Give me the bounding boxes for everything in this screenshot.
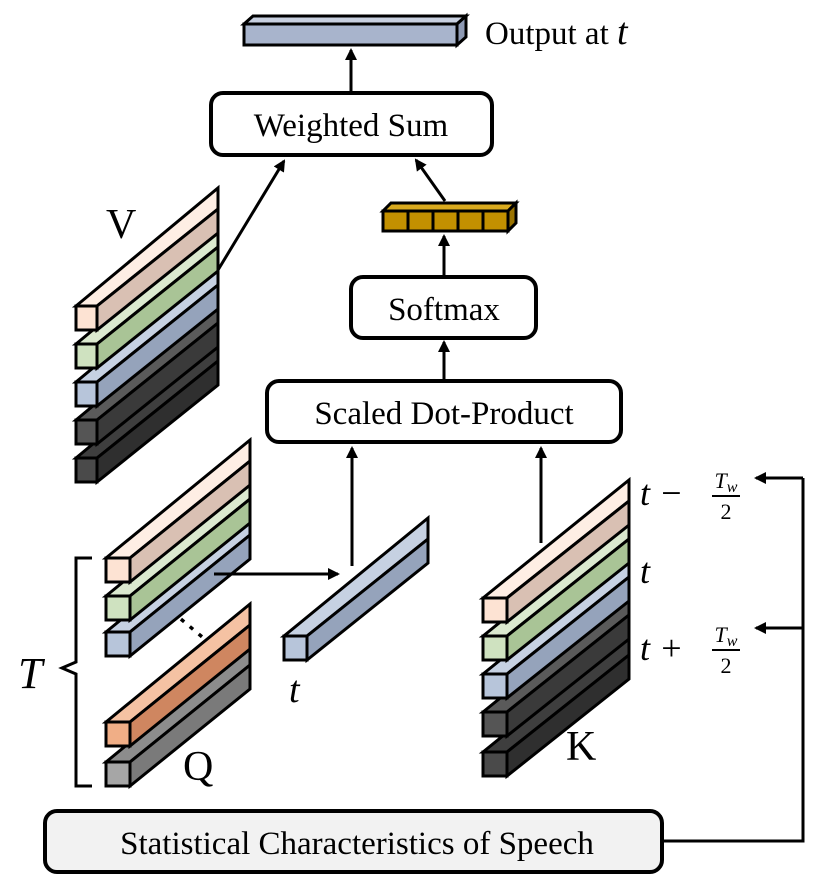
query-at-t bbox=[279, 514, 430, 664]
query-label: Q bbox=[183, 744, 213, 790]
softmax-label: Softmax bbox=[388, 292, 500, 328]
value-label: V bbox=[106, 202, 136, 248]
attention-weights bbox=[379, 199, 520, 235]
window-end-label: t + Tw 2 bbox=[640, 622, 740, 678]
svg-text:Tw: Tw bbox=[715, 622, 738, 650]
svg-text:t −: t − bbox=[640, 473, 683, 513]
speech-stats-block: Statistical Characteristics of Speech bbox=[43, 809, 664, 874]
weighted-sum-label: Weighted Sum bbox=[254, 108, 449, 144]
window-center-label: t bbox=[640, 551, 651, 591]
scaled-dot-product-label: Scaled Dot-Product bbox=[314, 396, 573, 432]
svg-text:2: 2 bbox=[721, 499, 732, 524]
query-vector-4 bbox=[101, 600, 252, 750]
sequence-length-label: T bbox=[18, 649, 46, 698]
value-stack bbox=[71, 184, 220, 486]
query-vector-1 bbox=[101, 436, 252, 586]
svg-text:Tw: Tw bbox=[715, 468, 738, 496]
svg-text:2: 2 bbox=[721, 653, 732, 678]
output-vector bbox=[240, 12, 470, 49]
output-label: Output at t bbox=[485, 11, 629, 53]
arrow-values-to-weighted-sum bbox=[216, 159, 286, 271]
weighted-sum-block: Weighted Sum bbox=[209, 91, 494, 157]
svg-text:t +: t + bbox=[640, 628, 683, 668]
stats-feedback-line bbox=[663, 478, 805, 843]
arrow-weights-to-weighted-sum bbox=[414, 158, 447, 202]
speech-stats-label: Statistical Characteristics of Speech bbox=[120, 826, 594, 862]
window-start-label: t − Tw 2 bbox=[640, 468, 740, 524]
query-stack bbox=[101, 436, 252, 790]
softmax-block: Softmax bbox=[349, 275, 538, 340]
scaled-dot-product-block: Scaled Dot-Product bbox=[265, 379, 623, 444]
value-vector-1 bbox=[71, 184, 220, 334]
key-label: K bbox=[566, 724, 596, 770]
key-stack bbox=[478, 476, 631, 780]
sequence-brace bbox=[58, 556, 92, 788]
key-vector-1 bbox=[478, 476, 631, 626]
query-time-label: t bbox=[289, 669, 301, 711]
